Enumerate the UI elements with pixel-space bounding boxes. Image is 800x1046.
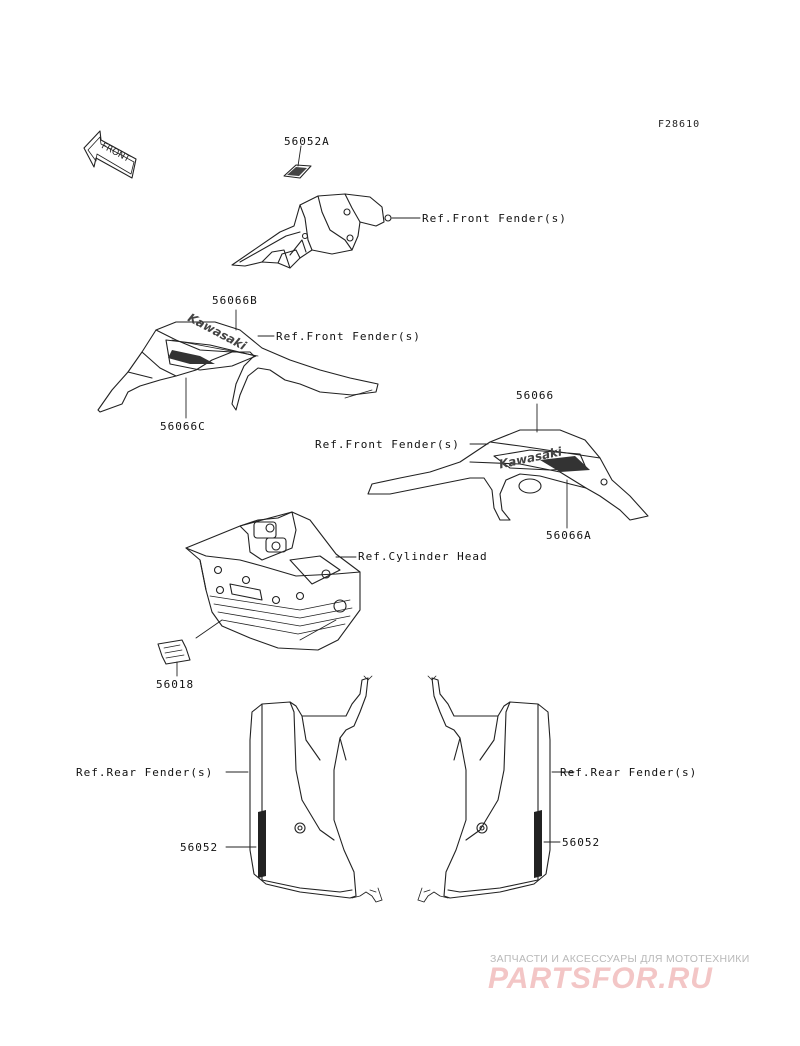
ref-front-fender-left: Ref.Front Fender(s) <box>276 330 421 343</box>
watermark-logo: PARTSFOR.RU <box>488 962 713 995</box>
part-number-56052-right: 56052 <box>562 836 601 849</box>
left-front-fender: Kawasaki <box>97 309 379 419</box>
ref-front-fender-top: Ref.Front Fender(s) <box>422 212 567 225</box>
ref-rear-fender-left: Ref.Rear Fender(s) <box>76 766 214 779</box>
figure-id: F28610 <box>658 119 701 130</box>
front-fender-bracket <box>231 193 421 269</box>
left-rear-decal-text: KFX <box>267 836 274 848</box>
ref-rear-fender-right: Ref.Rear Fender(s) <box>560 766 698 779</box>
part-number-56052A: 56052A <box>284 135 330 148</box>
right-rear-fender <box>417 675 575 903</box>
part-number-56066C: 56066C <box>160 420 206 433</box>
part-number-56018: 56018 <box>156 678 195 691</box>
part-number-56066A: 56066A <box>546 529 592 542</box>
decal-56052A <box>283 145 312 179</box>
part-number-56052-left: 56052 <box>180 841 219 854</box>
part-number-56066B: 56066B <box>212 294 258 307</box>
ref-cylinder-head: Ref.Cylinder Head <box>358 550 488 563</box>
watermark-subtitle: ЗАПЧАСТИ И АКСЕССУАРЫ ДЛЯ МОТОТЕХНИКИ <box>490 953 750 965</box>
front-direction-arrow: FRONT <box>83 130 137 179</box>
right-front-fender: Kawasaki <box>367 403 649 529</box>
cylinder-head <box>185 511 361 651</box>
part-number-56066: 56066 <box>516 389 555 402</box>
ref-front-fender-right: Ref.Front Fender(s) <box>315 438 460 451</box>
left-rear-fender: KFX <box>225 675 383 903</box>
label-56018 <box>157 639 191 677</box>
